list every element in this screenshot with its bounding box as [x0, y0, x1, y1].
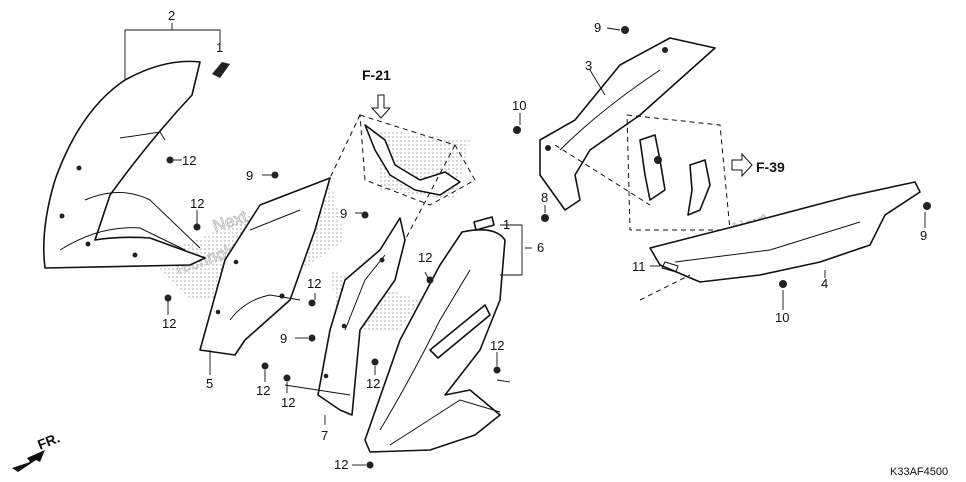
front-label: FR.: [35, 429, 62, 452]
part-3-upper-side-panel: [539, 37, 716, 211]
fasteners: [164, 26, 931, 469]
front-arrow-icon: [12, 450, 45, 472]
part-number-labels: 2 1 12 12 12 9 9 12 12 9 5 12 12 7 12 12…: [162, 8, 927, 472]
label-12-b: 12: [190, 196, 204, 211]
label-12-i: 12: [490, 338, 504, 353]
label-12-e: 12: [307, 276, 321, 291]
label-11: 11: [632, 259, 646, 274]
label-9-b: 9: [340, 206, 347, 221]
label-12-c: 12: [162, 316, 176, 331]
label-1-side: 1: [503, 217, 510, 232]
part-2-upper-cowl: [42, 60, 206, 269]
label-2: 2: [168, 8, 175, 23]
part-1-emblem-top: [212, 62, 230, 78]
label-12-j: 12: [334, 457, 348, 472]
ref-f21-label: F-21: [362, 67, 391, 83]
part-5-inner-panel: [199, 177, 331, 356]
label-10-a: 10: [512, 98, 526, 113]
part-1-emblem-side: [473, 216, 495, 231]
part-6-side-cowl: [364, 229, 506, 453]
label-3: 3: [585, 58, 592, 73]
label-7: 7: [321, 428, 328, 443]
label-12-g: 12: [281, 395, 295, 410]
bracket-f21: [329, 94, 476, 241]
part-4-under-cowl: [639, 181, 921, 301]
label-4: 4: [821, 276, 828, 291]
label-12-h: 12: [366, 376, 380, 391]
label-5: 5: [206, 376, 213, 391]
ref-f39-label: F-39: [756, 159, 785, 175]
label-12-d: 12: [418, 250, 432, 265]
label-1-top: 1: [216, 40, 223, 55]
label-12-f: 12: [256, 383, 270, 398]
front-direction-indicator: FR.: [12, 429, 62, 472]
diagram-code: K33AF4500: [890, 466, 948, 478]
label-9-d: 9: [594, 20, 601, 35]
label-9-c: 9: [280, 331, 287, 346]
label-12-a: 12: [182, 153, 196, 168]
label-10-b: 10: [775, 310, 789, 325]
label-9-e: 9: [920, 228, 927, 243]
leader-lines: [124, 23, 926, 466]
label-6: 6: [537, 240, 544, 255]
label-8: 8: [541, 190, 548, 205]
bracket-f39: [626, 114, 753, 231]
part-7-side-inner: [317, 217, 406, 416]
label-9-a: 9: [246, 168, 253, 183]
